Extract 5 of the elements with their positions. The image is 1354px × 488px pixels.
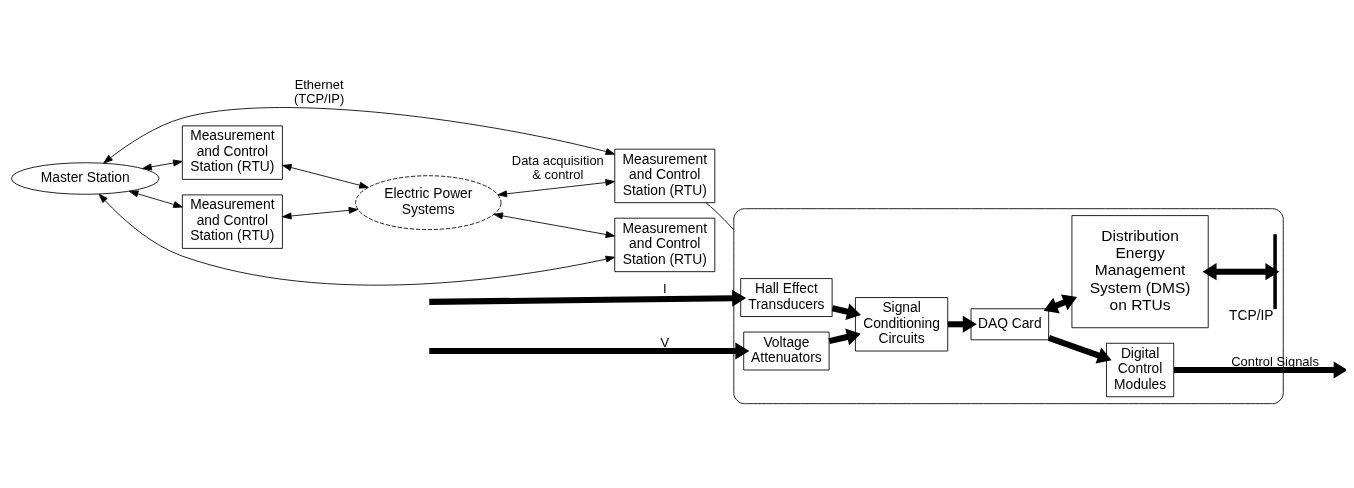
edge-label: Ethernet (TCP/IP) xyxy=(293,76,345,106)
edge-label: V xyxy=(660,334,670,350)
edge-label: Data acquisition & control xyxy=(511,152,604,182)
node-label: TCP/IP xyxy=(1229,307,1274,323)
edge-label: I xyxy=(662,280,667,296)
